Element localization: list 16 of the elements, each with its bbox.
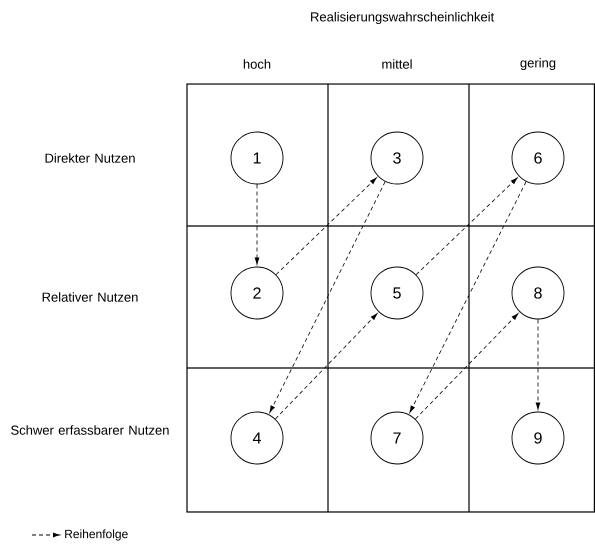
column-label: hoch	[244, 59, 270, 69]
row-label: Direkter Nutzen	[46, 153, 135, 163]
column-label: mittel	[382, 59, 412, 69]
label-heading: Realisierungswahrscheinlichkeit	[311, 12, 494, 24]
arrow	[274, 313, 378, 420]
row-label: Schwer erfassbarer Nutzen	[11, 425, 169, 435]
arrow	[409, 181, 526, 413]
row-label: Relativer Nutzen	[42, 292, 138, 302]
legend-label: Reihenfolge	[65, 529, 128, 541]
arrow	[416, 177, 518, 276]
arrow	[415, 313, 518, 420]
arrow	[276, 177, 377, 276]
arrow	[536, 319, 540, 410]
arrow	[269, 181, 386, 413]
arrow	[254, 184, 260, 265]
column-label: gering	[520, 58, 556, 70]
